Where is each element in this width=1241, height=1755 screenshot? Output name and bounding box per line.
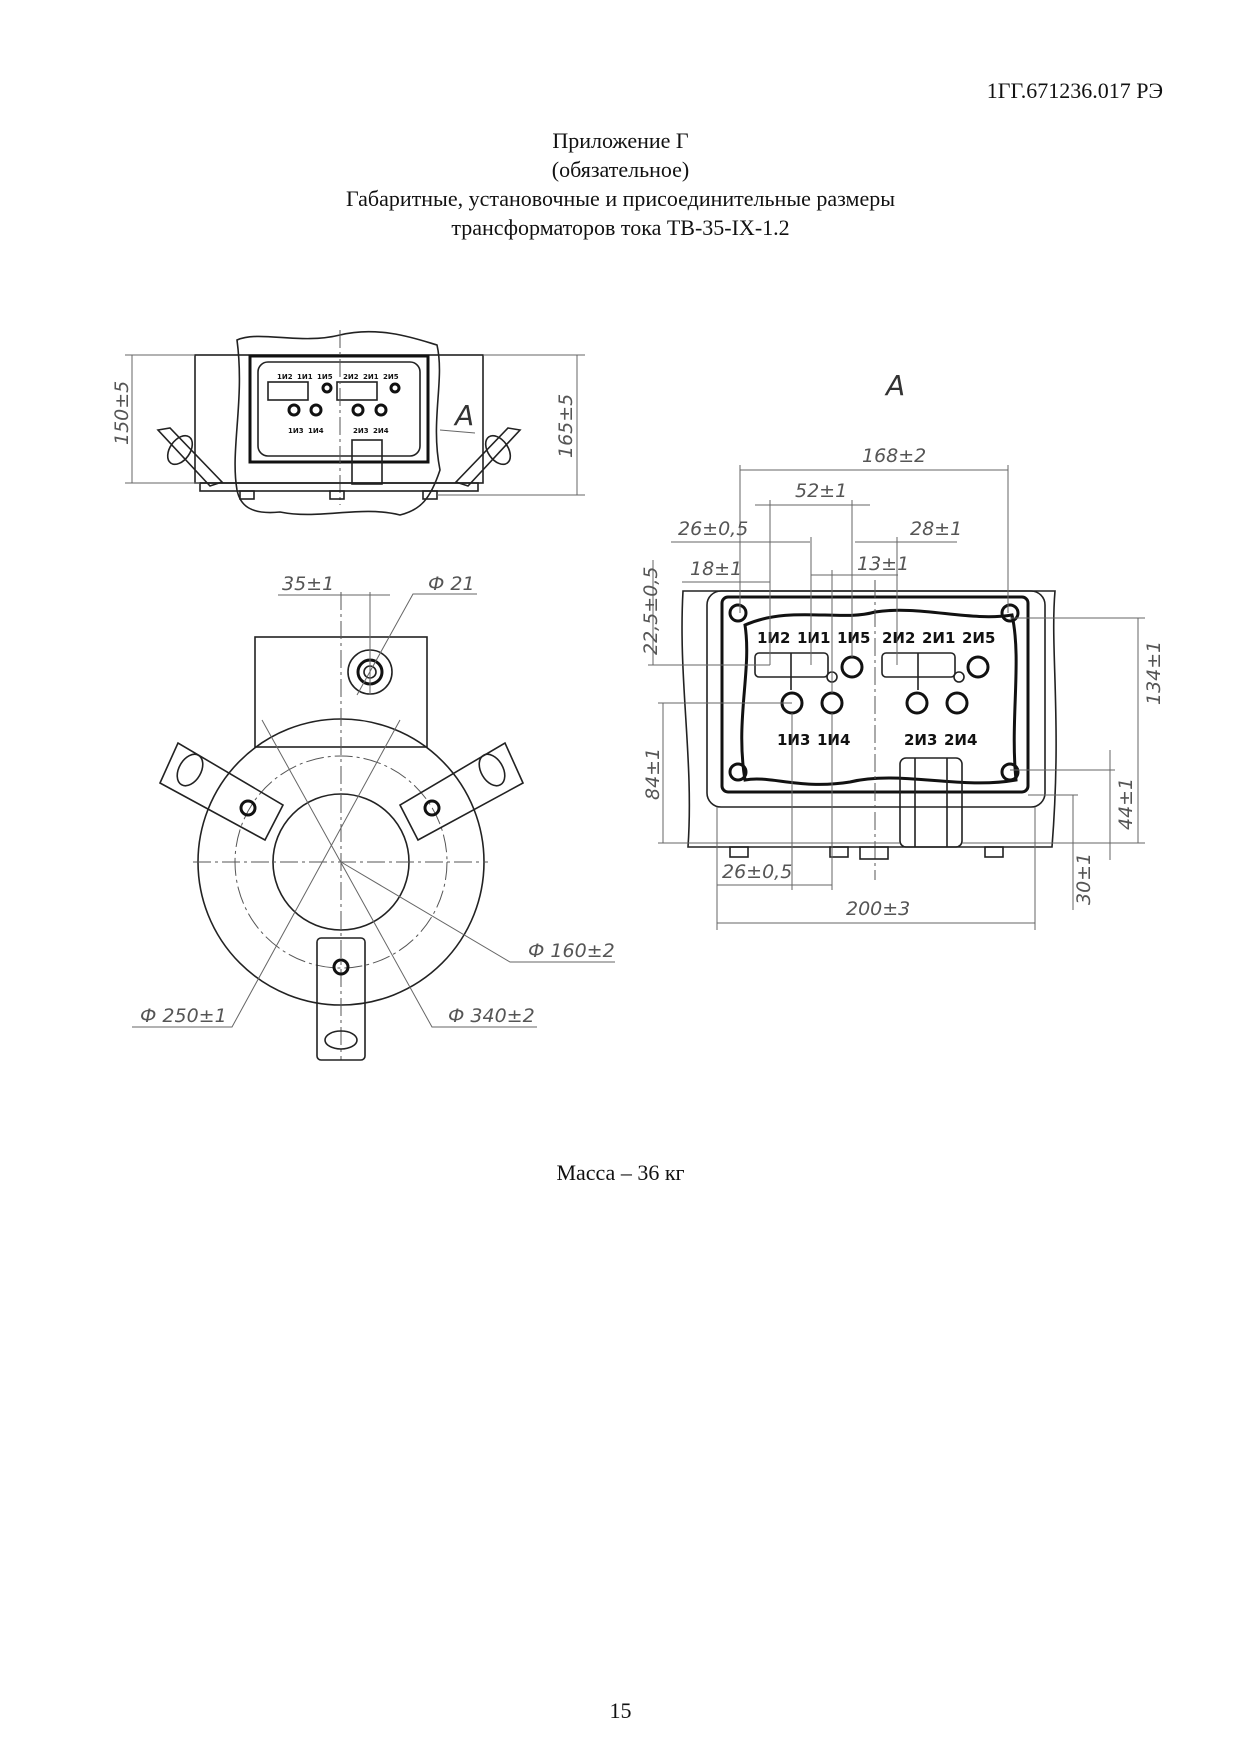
dim-28: 28±1	[910, 518, 962, 540]
dim-44: 44±1	[1115, 778, 1137, 830]
front-view: 35±1 Ф 21 Ф 160±2 Ф 250±1 Ф 340±2	[132, 573, 615, 1061]
svg-text:2И1: 2И1	[363, 373, 379, 381]
terminal-screws	[780, 655, 990, 715]
svg-text:1И4: 1И4	[308, 427, 324, 435]
dim-165: 165±5	[555, 394, 577, 458]
svg-text:2И3: 2И3	[353, 427, 369, 435]
view-a-label: А	[884, 369, 905, 402]
svg-text:2И5: 2И5	[383, 373, 399, 381]
dim-26-bottom: 26±0,5	[722, 861, 792, 883]
svg-text:2И2: 2И2	[882, 629, 915, 647]
svg-text:2И4: 2И4	[373, 427, 389, 435]
dim-phi21: Ф 21	[428, 573, 475, 595]
svg-text:1И5: 1И5	[837, 629, 870, 647]
appendix-subheading: трансформаторов тока ТВ-35-IX-1.2	[451, 215, 790, 240]
svg-text:1И1: 1И1	[297, 373, 313, 381]
dim-22-5: 22,5±0,5	[640, 567, 662, 655]
svg-text:1И5: 1И5	[317, 373, 333, 381]
mass-note: Масса – 36 кг	[556, 1160, 685, 1185]
appendix-status: (обязательное)	[551, 157, 690, 182]
dim-150: 150±5	[111, 381, 133, 445]
top-view-terminal-labels: 1И2 1И1 1И5 2И2 2И1 2И5 1И3 1И4 2И3 2И4	[277, 373, 399, 435]
dim-52: 52±1	[795, 480, 847, 502]
svg-text:2И1: 2И1	[922, 629, 955, 647]
svg-text:1И2: 1И2	[277, 373, 293, 381]
corner-screws	[728, 603, 1020, 782]
document-number: 1ГГ.671236.017 РЭ	[986, 78, 1163, 103]
dim-phi250: Ф 250±1	[140, 1005, 227, 1027]
dim-13: 13±1	[857, 553, 909, 575]
dim-168: 168±2	[862, 445, 926, 467]
svg-text:2И2: 2И2	[343, 373, 359, 381]
svg-text:1И3: 1И3	[288, 427, 304, 435]
svg-text:1И2: 1И2	[757, 629, 790, 647]
svg-text:1И4: 1И4	[817, 731, 850, 749]
dim-200: 200±3	[846, 898, 910, 920]
dim-30: 30±1	[1073, 853, 1095, 905]
dim-phi160: Ф 160±2	[528, 940, 615, 962]
view-arrow-label: А	[453, 399, 474, 432]
terminal-labels: 1И2 1И1 1И5 2И2 2И1 2И5 1И3 1И4 2И3 2И4	[757, 629, 995, 749]
svg-text:1И1: 1И1	[797, 629, 830, 647]
view-a: А 1И2 1И1 1И5 2И2 2И1	[640, 369, 1165, 930]
dim-134: 134±1	[1143, 641, 1165, 705]
dim-35: 35±1	[282, 573, 334, 595]
dim-phi340: Ф 340±2	[448, 1005, 535, 1027]
page-number: 15	[609, 1698, 632, 1723]
appendix-heading: Габаритные, установочные и присоединител…	[345, 186, 895, 211]
appendix-title: Приложение Г	[552, 128, 689, 153]
svg-text:2И4: 2И4	[944, 731, 977, 749]
top-view: 1И2 1И1 1И5 2И2 2И1 2И5 1И3 1И4 2И3 2И4 …	[111, 330, 585, 516]
svg-text:2И3: 2И3	[904, 731, 937, 749]
dim-84: 84±1	[642, 748, 664, 800]
svg-text:2И5: 2И5	[962, 629, 995, 647]
dim-18: 18±1	[690, 558, 742, 580]
dim-26-top: 26±0,5	[678, 518, 748, 540]
svg-text:1И3: 1И3	[777, 731, 810, 749]
